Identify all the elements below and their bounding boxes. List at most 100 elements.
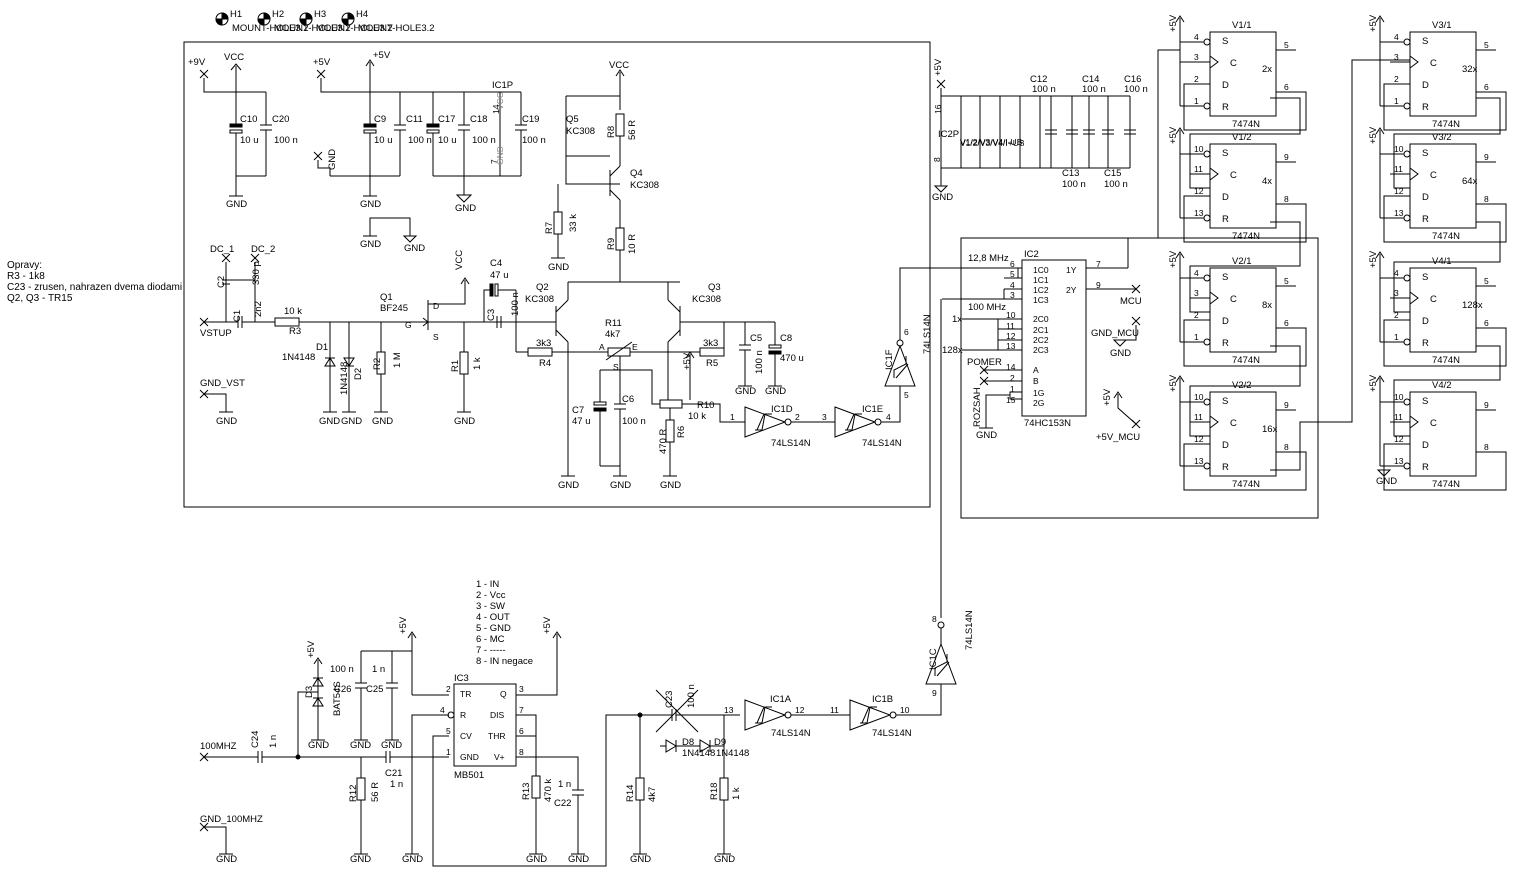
flip-flop-pin-number: 4 [1194, 268, 1199, 278]
flip-flop-pin-number: 3 [1194, 52, 1199, 62]
flip-flop-pin-label: D [1222, 316, 1229, 327]
gnd-label: GND [1376, 476, 1397, 487]
clock-marker [1409, 167, 1419, 181]
ic2-pin-number: 7 [1096, 259, 1101, 269]
clock-marker [1409, 55, 1419, 69]
flip-flop-type: 7474N [1232, 119, 1260, 130]
ic2-pin-number: 14 [1006, 362, 1016, 372]
c25-value: 1 n [372, 664, 385, 675]
d9-part: 1N4148 [716, 748, 749, 759]
c3-name: C3 [486, 309, 497, 321]
clock-marker [1209, 55, 1219, 69]
flip-flop-pin-number: 11 [1394, 412, 1403, 422]
r10-value: 10 k [688, 411, 706, 422]
prescaler-section: 100MHZ C24 1 n C21 1 n +5V D3 BAT54S GND… [199, 579, 749, 867]
inverter-bubble [1403, 462, 1411, 470]
supply-arrow [1175, 375, 1185, 383]
vcc-label: VCC [454, 250, 465, 270]
flip-flop-pin-label: D [1222, 192, 1229, 203]
flip-flop-pin-label: S [1222, 36, 1228, 47]
ic3-pin-label: Q [500, 689, 507, 699]
c6-name: C6 [622, 394, 634, 405]
inverter-bubble [1203, 38, 1211, 46]
flip-flop-body [1409, 31, 1477, 117]
connector-cross [199, 69, 209, 79]
note-line: Q2, Q3 - TR15 [7, 293, 73, 304]
flip-flop-pin-number: 13 [1194, 456, 1204, 466]
ic2-pin-label: 1C2 [1033, 285, 1049, 295]
gnd-label: GND [765, 386, 786, 397]
r6-value: 470 R [658, 429, 669, 454]
flip-flop-pin-number: 6 [1484, 82, 1489, 92]
flip-flop-pin-number: 3 [1394, 288, 1399, 298]
gnd-label: GND [327, 149, 338, 170]
ic3-pin-label: R [460, 710, 466, 720]
hole-text: MOUNT-HOLE3.2 [316, 23, 393, 34]
q5-part: KC308 [566, 126, 595, 137]
inverter-bubble [1203, 338, 1211, 346]
r9-value: 10 R [627, 234, 638, 254]
ic2-mux: IC2 74HC153N 1C0 1C1 1C2 1C3 2C0 2C1 2C2… [942, 238, 1142, 443]
connector-cross [1131, 284, 1141, 294]
gnd-label: GND [932, 192, 953, 203]
c4-name: C4 [490, 258, 502, 269]
ic3-pin-number: 1 [446, 747, 451, 757]
r13-name: R13 [521, 783, 532, 800]
connector-cross [221, 253, 231, 263]
c22-value: 1 n [558, 779, 571, 790]
inverter-bubble [1403, 150, 1411, 158]
flip-flop-body [1409, 143, 1477, 229]
flip-flop-pin-label: R [1222, 214, 1229, 225]
c15-name: C15 [1104, 168, 1121, 179]
ic3-legend-line: 6 - MC [476, 634, 505, 645]
r18-name: R18 [709, 783, 720, 800]
gnd-label: GND [360, 199, 381, 210]
r1-value: 1 k [472, 357, 483, 370]
feedback-wire [1183, 443, 1307, 491]
freq-128-label: 12,8 MHz [968, 253, 1009, 264]
flip-flop-pin-number: 1 [1194, 96, 1199, 106]
r2-name: R2 [372, 358, 383, 370]
inverter-bubble [1403, 338, 1411, 346]
c11-value: 100 n [408, 135, 432, 146]
ic3-legend-line: 4 - OUT [476, 612, 510, 623]
gnd-label: GND [976, 430, 997, 441]
ic3-name: IC3 [454, 673, 469, 684]
flip-flop-pin-number: 4 [1394, 32, 1399, 42]
ic2-pin-number: 4 [1010, 280, 1015, 290]
r3-value: 10 k [284, 306, 302, 317]
flip-flop-pin-number: 2 [1394, 74, 1399, 84]
flip-flop-pin-number: 10 [1194, 144, 1204, 154]
gnd-label: GND [548, 262, 569, 273]
pot-pin-e: E [632, 342, 638, 352]
vcc-label: VCC [224, 52, 244, 63]
ic1c-type: 74LS14N [964, 610, 975, 650]
ic1b-in: 11 [830, 705, 839, 715]
flip-flop-pin-number: 9 [1484, 400, 1489, 410]
r14-name: R14 [625, 785, 636, 802]
flip-flop-pin-label: D [1222, 80, 1229, 91]
supply-arrow [1175, 127, 1185, 135]
ic3-pin-label: TR [460, 689, 471, 699]
p5v-label: +5V [1168, 250, 1179, 268]
r7-name: R7 [544, 222, 555, 234]
flip-flop-name: V2/1 [1232, 256, 1252, 267]
d1-part: 1N4148 [282, 352, 315, 363]
d3-part: BAT54S [332, 681, 343, 716]
ic2-pin-number: 6 [1010, 259, 1015, 269]
r9-name: R9 [606, 238, 617, 250]
analog-section-frame [183, 41, 931, 508]
q2-name: Q2 [536, 282, 549, 293]
ic1e-type: 74LS14N [862, 438, 902, 449]
flip-flop-type: 7474N [1232, 479, 1260, 490]
c1-value: 2n2 [253, 301, 264, 317]
p9v-label: +9V [188, 57, 206, 68]
ic3-pin-label: GND [460, 752, 479, 762]
inverter-bubble [1203, 214, 1211, 222]
note-line: C23 - zrusen, nahrazen dvema diodami [7, 282, 182, 293]
division-label: 32x [1462, 64, 1478, 75]
d8-part: 1N4148 [682, 748, 715, 759]
c8-value: 470 u [780, 353, 804, 364]
r5-name: R5 [706, 358, 718, 369]
r7-value: 33 k [568, 214, 579, 232]
